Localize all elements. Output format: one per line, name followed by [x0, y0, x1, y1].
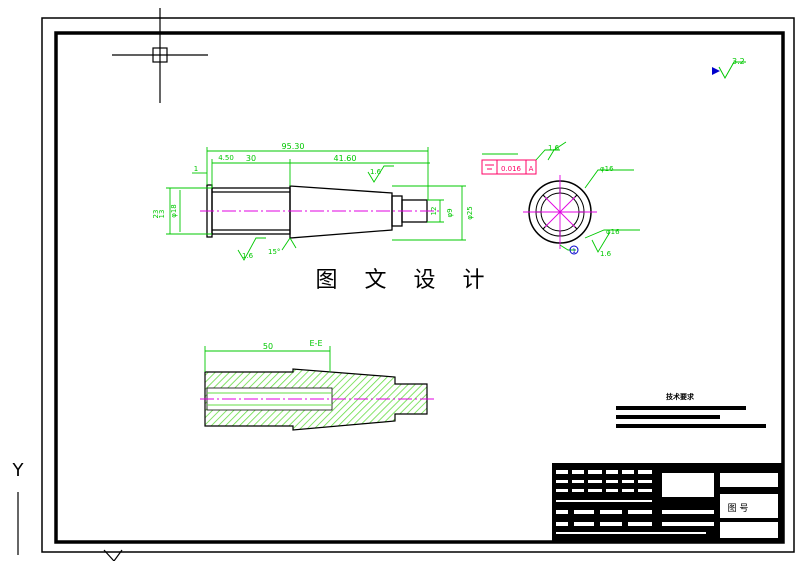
dim-1: 1 [194, 165, 198, 173]
notes-title: 技术要求 [666, 392, 695, 401]
datum-label: A [529, 165, 534, 173]
front-angle: 15° [268, 248, 280, 256]
front-roughness-2: 1.6 [370, 168, 382, 176]
title-label-1: 图 号 [728, 503, 749, 514]
title-block: 图 号 [552, 463, 783, 542]
section-dim-2: φ16 [606, 228, 620, 236]
section-ee-view: 50 E-E [200, 339, 435, 431]
section-dim-1: φ16 [600, 165, 614, 173]
corner-roughness-value: 3.2 [732, 57, 745, 66]
front-view: 95.30 4.50 30 41.60 1 13 23 φ18 φ25 12 φ… [152, 142, 474, 261]
section-roughness-2: 1.6 [600, 250, 612, 258]
technical-notes: 技术要求 [616, 392, 766, 428]
dim-step: 4.50 [218, 154, 234, 162]
dim-left-h: 13 [158, 210, 166, 219]
dim-left-h2: 23 [152, 210, 160, 219]
tolerance-value: 0.016 [501, 165, 522, 173]
section-ee-dim: 50 [263, 342, 273, 351]
section-circle-label: 1 [572, 248, 576, 255]
dim-41: 41.60 [334, 154, 357, 163]
dim-30: 30 [246, 154, 256, 163]
sheet-inner-border [54, 31, 785, 544]
dim-phi-d: φ25 [466, 206, 474, 220]
dim-right-h: 12 [430, 207, 438, 216]
sheet-outer-border [41, 17, 795, 553]
corner-roughness-symbol [712, 61, 746, 80]
front-roughness-1: 1.6 [242, 252, 254, 260]
section-ee-label: E-E [310, 339, 323, 348]
section-roughness-1: 1.6 [548, 144, 560, 152]
watermark-text: 图 文 设 计 [315, 268, 495, 293]
dim-phi-a: φ18 [170, 204, 178, 218]
crosshair-cursor[interactable] [112, 8, 208, 103]
dim-phi-b: φ9 [446, 208, 454, 217]
ucs-y-label: Y [12, 460, 25, 481]
dim-overall: 95.30 [282, 142, 305, 151]
cross-section-view: 0.016 A 1 1.6 φ16 φ16 1.6 [481, 141, 640, 258]
ucs-icon [17, 492, 123, 561]
